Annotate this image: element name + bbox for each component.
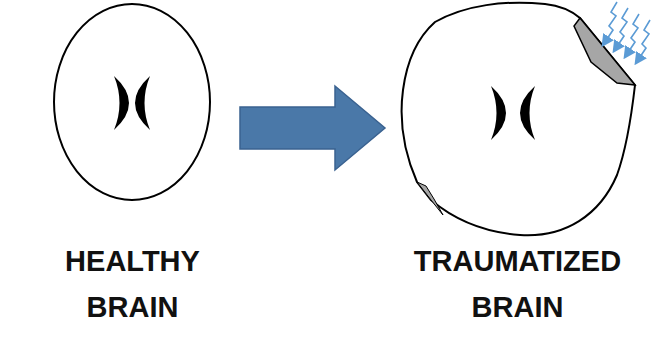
impact-arrow <box>627 14 639 54</box>
brain-label: TRAUMATIZED BRAIN <box>395 238 640 330</box>
impact-arrow <box>605 2 617 42</box>
brain-outline <box>50 0 215 240</box>
block-arrow <box>240 86 385 170</box>
impact-arrow <box>638 20 650 60</box>
brain-outline <box>395 0 640 240</box>
brain-figure: TRAUMATIZED BRAIN <box>395 0 640 334</box>
brain-label: HEALTHY BRAIN <box>50 238 215 330</box>
brain-figure: HEALTHY BRAIN <box>50 0 215 334</box>
impact-arrow <box>616 8 628 48</box>
